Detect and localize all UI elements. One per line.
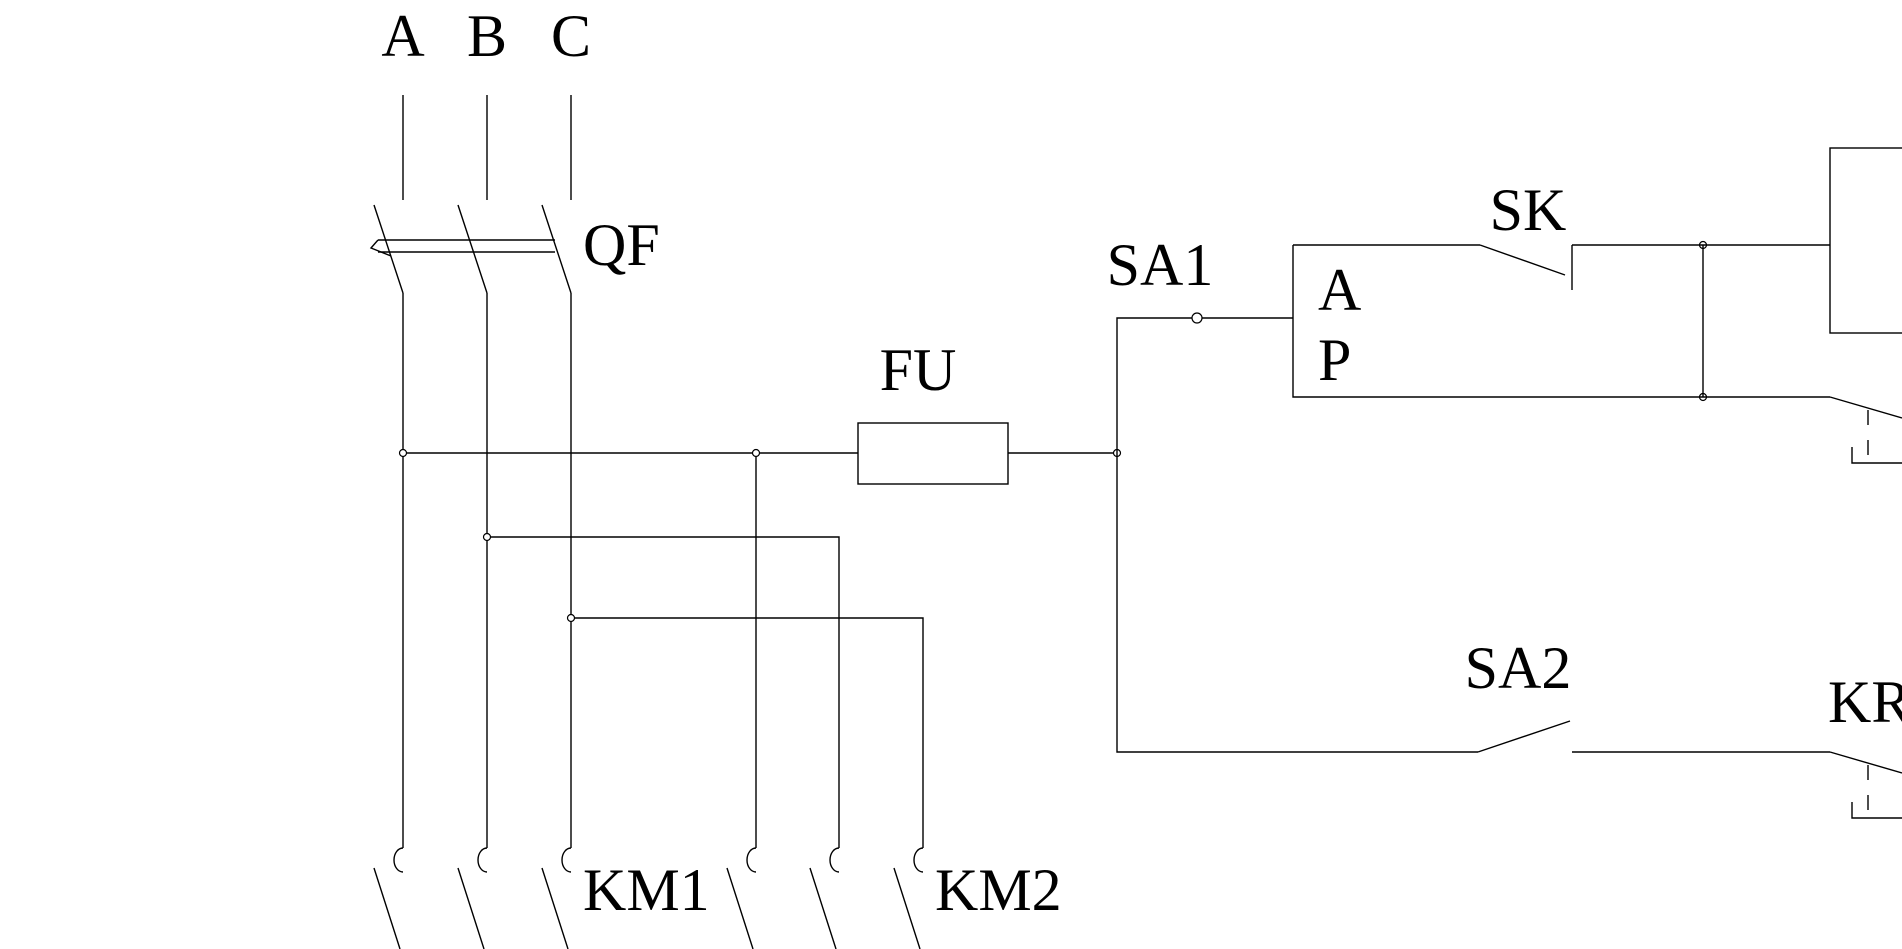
sa1-position-p-label: P (1318, 327, 1351, 393)
breaker-qf-symbol (369, 204, 572, 294)
fuse-fu-symbol (857, 422, 1009, 485)
junction-nodes (398, 240, 1708, 623)
incoming-phase-lines (402, 95, 572, 200)
pushbutton-upper-partial (1703, 396, 1902, 464)
switch-sa2-symbol (1116, 453, 1830, 753)
switch-sk-symbol (1293, 244, 1830, 290)
kr-contact-partial (1829, 751, 1902, 819)
sa1-contact-terminal (1191, 312, 1203, 324)
sa1-position-a-label: A (1318, 257, 1361, 323)
phase-a-label: A (381, 3, 424, 69)
phase-b-label: B (467, 3, 507, 69)
switch-sa2-label: SA2 (1465, 635, 1572, 701)
coil-box-partial (1829, 147, 1902, 334)
switch-sk-label: SK (1490, 177, 1567, 243)
switch-sa1-symbol (1116, 245, 1703, 453)
switch-sa1-label: SA1 (1107, 232, 1214, 298)
fuse-fu-label: FU (880, 337, 957, 403)
breaker-qf-label: QF (583, 212, 660, 278)
contactor-km2-label: KM2 (935, 857, 1062, 923)
contactor-km1-label: KM1 (583, 857, 710, 923)
phase-c-label: C (551, 3, 591, 69)
km-branch-lines (487, 453, 924, 848)
phase-conductors (402, 293, 572, 848)
relay-kr-label: KR (1828, 669, 1902, 735)
contactor-contacts (373, 847, 924, 949)
